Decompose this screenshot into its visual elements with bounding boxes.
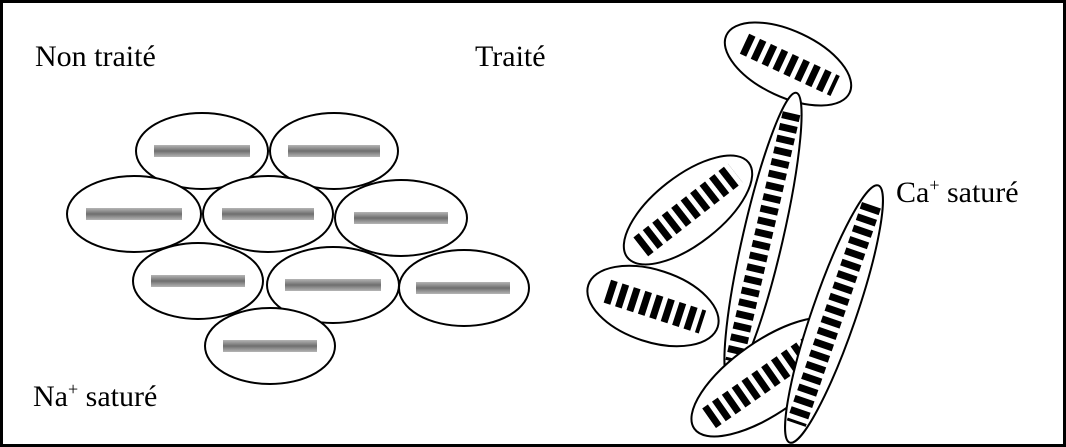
untreated-particle: [204, 307, 336, 385]
untreated-particle: [132, 242, 264, 320]
treated-particle: [586, 264, 720, 348]
na-suffix: saturé: [78, 380, 158, 413]
ca-charge: +: [929, 175, 940, 195]
untreated-label: Non traité: [35, 40, 156, 73]
treated-particle: [784, 184, 884, 444]
na-charge: +: [67, 379, 79, 399]
treated-particle: [723, 21, 853, 107]
treated-particle: [622, 154, 754, 266]
untreated-particle: [135, 112, 269, 190]
ca-ion: Ca: [896, 176, 930, 209]
untreated-particles: [66, 112, 530, 385]
ca-saturated-label: Ca+ saturé: [896, 175, 1019, 209]
na-saturated-label: Na+ saturé: [33, 379, 158, 413]
untreated-particle: [202, 175, 334, 253]
treated-label: Traité: [475, 40, 546, 73]
untreated-particle: [269, 112, 399, 190]
untreated-particle: [398, 249, 530, 327]
treated-particles: [586, 21, 884, 444]
untreated-particle: [334, 179, 468, 257]
untreated-particle: [266, 246, 400, 324]
treated-particle: [723, 91, 803, 383]
ca-suffix: saturé: [939, 176, 1019, 209]
untreated-particle: [66, 175, 202, 253]
na-ion: Na: [33, 380, 68, 413]
